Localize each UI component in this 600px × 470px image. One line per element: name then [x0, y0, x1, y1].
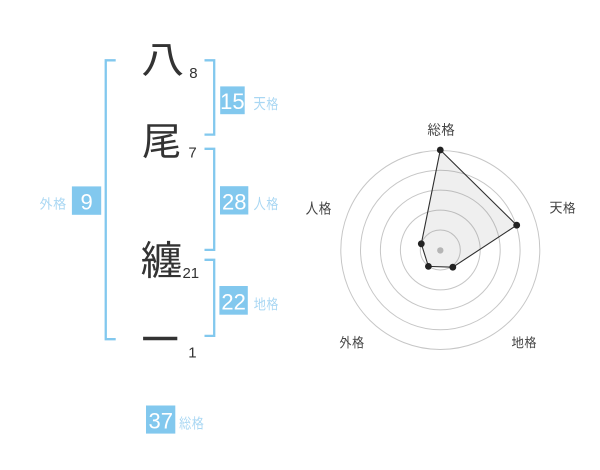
svg-text:21: 21	[182, 265, 199, 282]
svg-text:15: 15	[220, 89, 244, 114]
svg-text:37: 37	[148, 408, 172, 433]
svg-text:7: 7	[188, 145, 196, 162]
svg-text:22: 22	[221, 290, 245, 315]
svg-text:28: 28	[222, 189, 246, 214]
svg-text:1: 1	[188, 345, 196, 362]
svg-text:9: 9	[80, 190, 92, 215]
svg-text:8: 8	[189, 65, 197, 82]
